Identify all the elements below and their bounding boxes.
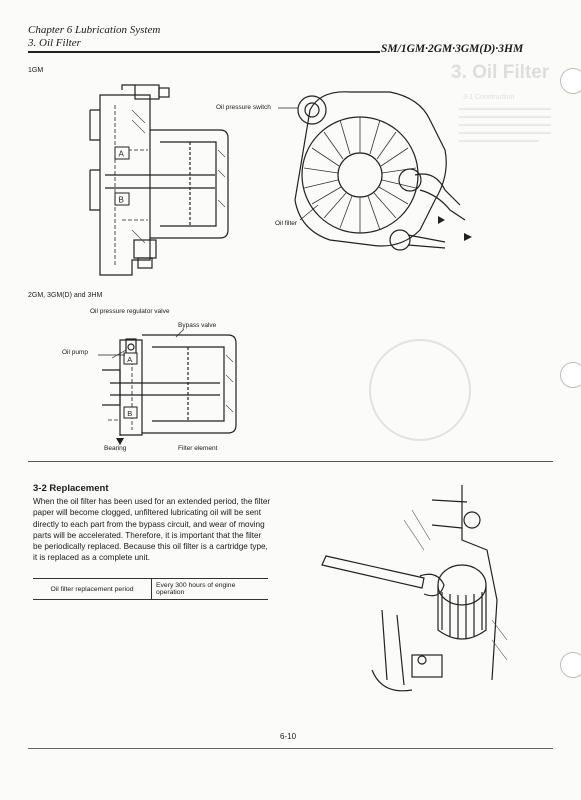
model-list: SM/1GM·2GM·3GM(D)·3HM: [381, 43, 524, 55]
page-bottom-rule: [28, 748, 553, 749]
diagram-1gm-cross-section: A B: [89, 84, 229, 276]
replacement-heading: 3-2 Replacement: [33, 483, 109, 494]
callout-oil-filter: Oil filter: [275, 220, 298, 227]
section-title: 3. Oil Filter: [28, 37, 81, 49]
interval-value: Every 300 hours of engine operation: [151, 578, 268, 600]
mark-a: A: [119, 150, 125, 159]
interval-label: Oil filter replacement period: [33, 578, 152, 600]
table-row: Oil filter replacement period Every 300 …: [33, 578, 268, 600]
mark-b: B: [127, 409, 132, 418]
bleed-through-figure: [369, 339, 471, 441]
bleed-through: 3. Oil Filter 3-1 Construction: [355, 62, 555, 202]
diagram-2gm-cross-section: A B: [98, 328, 237, 445]
header-rule: [28, 51, 380, 53]
callout-bypass-valve: Bypass valve: [178, 322, 217, 329]
callout-oil-pressure-switch: Oil pressure switch: [216, 104, 271, 111]
section-rule: [28, 461, 553, 462]
callout-regulator-valve: Oil pressure regulator valve: [90, 308, 170, 315]
mark-b: B: [119, 196, 124, 205]
page-number: 6-10: [280, 732, 297, 741]
filter-wrench-illustration: [321, 485, 508, 692]
diagram-1gm-external-view: [278, 91, 472, 251]
bleed-through-title: 3. Oil Filter: [451, 62, 550, 83]
callout-oil-pump: Oil pump: [62, 349, 89, 356]
punch-hole: [560, 652, 581, 678]
chapter-title: Chapter 6 Lubrication System: [28, 24, 161, 36]
punch-hole: [560, 68, 581, 94]
bleed-through-heading: 3-1 Construction: [463, 94, 515, 101]
callout-filter-element: Filter element: [178, 445, 218, 452]
figure-2gm-label: 2GM, 3GM(D) and 3HM: [28, 292, 103, 299]
replacement-body: When the oil filter has been used for an…: [33, 497, 271, 563]
figure-1gm-label: 1GM: [28, 67, 44, 74]
callout-bearing: Bearing: [104, 445, 127, 452]
replacement-interval-table: Oil filter replacement period Every 300 …: [33, 578, 268, 600]
mark-a: A: [127, 355, 132, 364]
punch-hole: [560, 362, 581, 388]
